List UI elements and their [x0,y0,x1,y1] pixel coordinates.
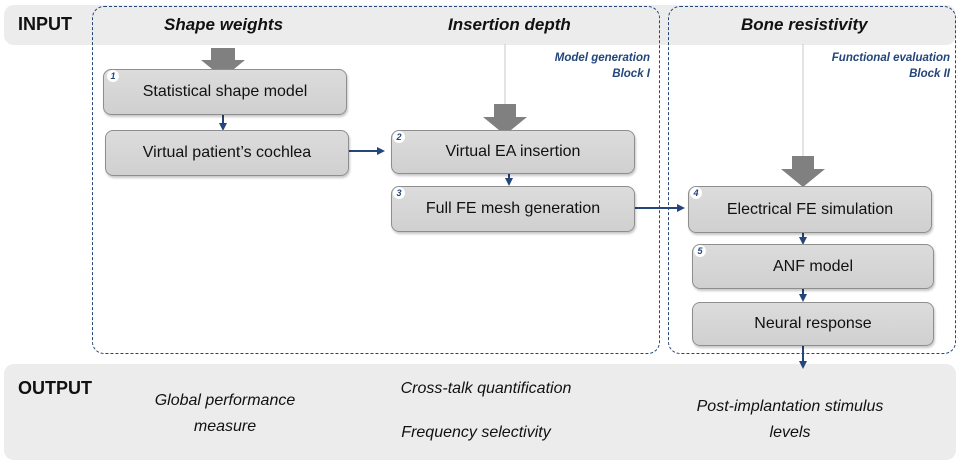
output-band [4,364,956,460]
block-ii-caption: Functional evaluation Block II [740,50,950,82]
step-cochlea-label: Virtual patient’s cochlea [142,144,312,161]
step-electrical-fe-simulation: Electrical FE simulation [688,186,932,233]
output-global-line2: measure [193,418,257,435]
step-anf-model: ANF model [692,244,934,289]
output-post-implantation: Post-implantation stimulus levels [650,394,930,446]
big-arrow-bone-icon [781,156,825,187]
step-4-badge: 4 [690,187,702,199]
input-band [4,5,956,45]
step-mesh-label: Full FE mesh generation [425,200,601,217]
output-post-line1: Post-implantation stimulus [696,398,884,415]
block-ii-frame [668,6,956,354]
step-1-badge: 1 [107,70,119,82]
output-crosstalk: Cross-talk quantification [400,380,572,397]
block-ii-title: Functional evaluation [831,52,950,64]
output-global-performance: Global performance measure [110,388,340,440]
step-anf-label: ANF model [772,257,854,275]
step-virtual-cochlea: Virtual patient’s cochlea [105,130,349,176]
input-shape-weights: Shape weights [164,15,284,34]
step-ea-label: Virtual EA insertion [445,143,581,160]
input-insertion-depth: Insertion depth [448,15,571,34]
block-ii-subtitle: Block II [909,68,950,80]
big-arrow-shape-weights-icon [201,48,245,78]
block-i-subtitle: Block I [612,68,650,80]
step-statistical-shape-model: Statistical shape model [103,69,347,115]
step-fesim-label: Electrical FE simulation [726,200,894,218]
step-virtual-ea-insertion: Virtual EA insertion [391,130,635,174]
output-label: OUTPUT [18,378,92,398]
step-neural-response: Neural response [692,302,934,346]
output-global-line1: Global performance [154,392,296,409]
step-2-badge: 2 [393,131,405,143]
input-bone-resistivity: Bone resistivity [741,15,868,34]
block-i-caption: Model generation Block I [470,50,650,82]
step-5-badge: 5 [694,245,706,257]
step-3-badge: 3 [393,187,405,199]
output-post-line2: levels [769,424,811,441]
step-neural-label: Neural response [754,315,872,332]
big-arrow-insertion-icon [483,104,527,135]
block-i-title: Model generation [554,52,650,64]
block-i-frame [92,6,660,354]
output-frequency-selectivity: Frequency selectivity [401,424,551,441]
step-full-fe-mesh: Full FE mesh generation [391,186,635,232]
step-ssm-label: Statistical shape model [142,83,308,100]
input-label: INPUT [18,14,72,34]
